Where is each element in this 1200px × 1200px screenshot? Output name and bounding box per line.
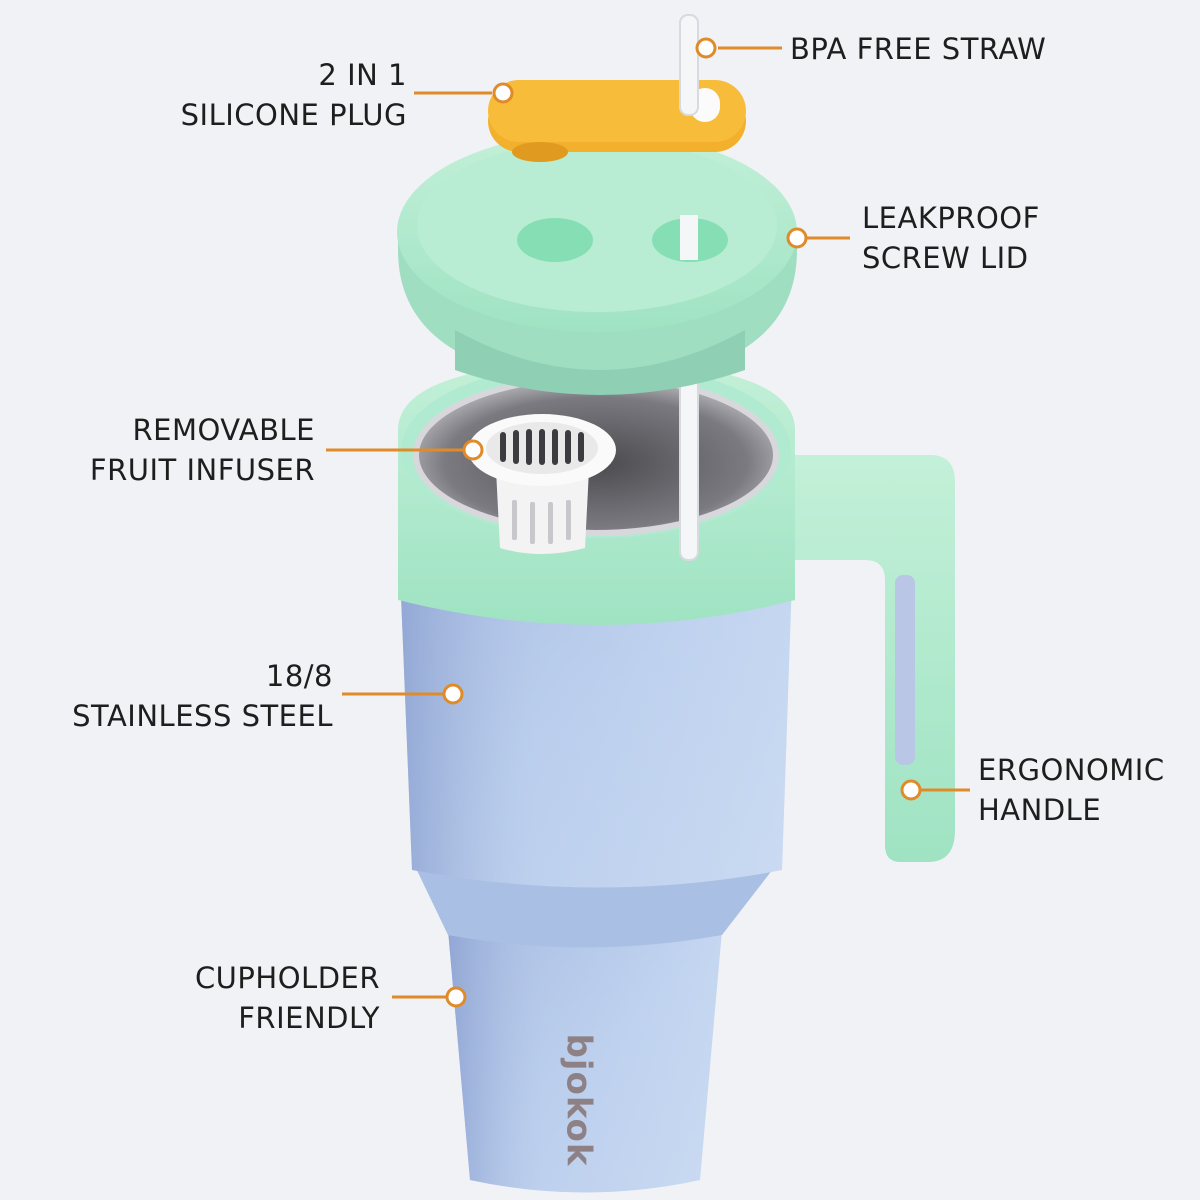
fruit-infuser bbox=[468, 414, 616, 554]
screw-lid bbox=[397, 132, 797, 395]
callout-straw: BPA FREE STRAW bbox=[790, 29, 1046, 69]
callout-infuser-line1: REMOVABLE bbox=[132, 413, 315, 447]
callout-infuser-line2: FRUIT INFUSER bbox=[89, 453, 315, 487]
callout-lid-line2: SCREW LID bbox=[862, 241, 1029, 275]
callout-handle: ERGONOMIC HANDLE bbox=[978, 750, 1165, 830]
silicone-plug bbox=[488, 80, 746, 162]
callout-steel-line1: 18/8 bbox=[265, 659, 333, 693]
callout-dots bbox=[442, 37, 922, 1008]
callout-cupholder: CUPHOLDER FRIENDLY bbox=[195, 958, 380, 1038]
brand-logo: bjokok bbox=[558, 1033, 599, 1167]
ergonomic-handle bbox=[780, 455, 955, 862]
callout-cupholder-line2: FRIENDLY bbox=[238, 1001, 380, 1035]
callout-plug-line1: 2 IN 1 bbox=[318, 58, 407, 92]
callout-straw-line1: BPA FREE STRAW bbox=[790, 32, 1047, 66]
callout-lid-line1: LEAKPROOF bbox=[862, 201, 1040, 235]
callout-plug: 2 IN 1 SILICONE PLUG bbox=[181, 55, 407, 135]
callout-steel-line2: STAINLESS STEEL bbox=[72, 699, 333, 733]
callout-steel: 18/8 STAINLESS STEEL bbox=[72, 656, 333, 736]
callout-cupholder-line1: CUPHOLDER bbox=[194, 961, 380, 995]
callout-handle-line2: HANDLE bbox=[978, 793, 1102, 827]
callout-handle-line1: ERGONOMIC bbox=[978, 753, 1165, 787]
callout-plug-line2: SILICONE PLUG bbox=[180, 98, 407, 132]
leader-lines bbox=[326, 46, 970, 999]
callout-lid: LEAKPROOF SCREW LID bbox=[862, 198, 1040, 278]
callout-infuser: REMOVABLE FRUIT INFUSER bbox=[90, 410, 315, 490]
